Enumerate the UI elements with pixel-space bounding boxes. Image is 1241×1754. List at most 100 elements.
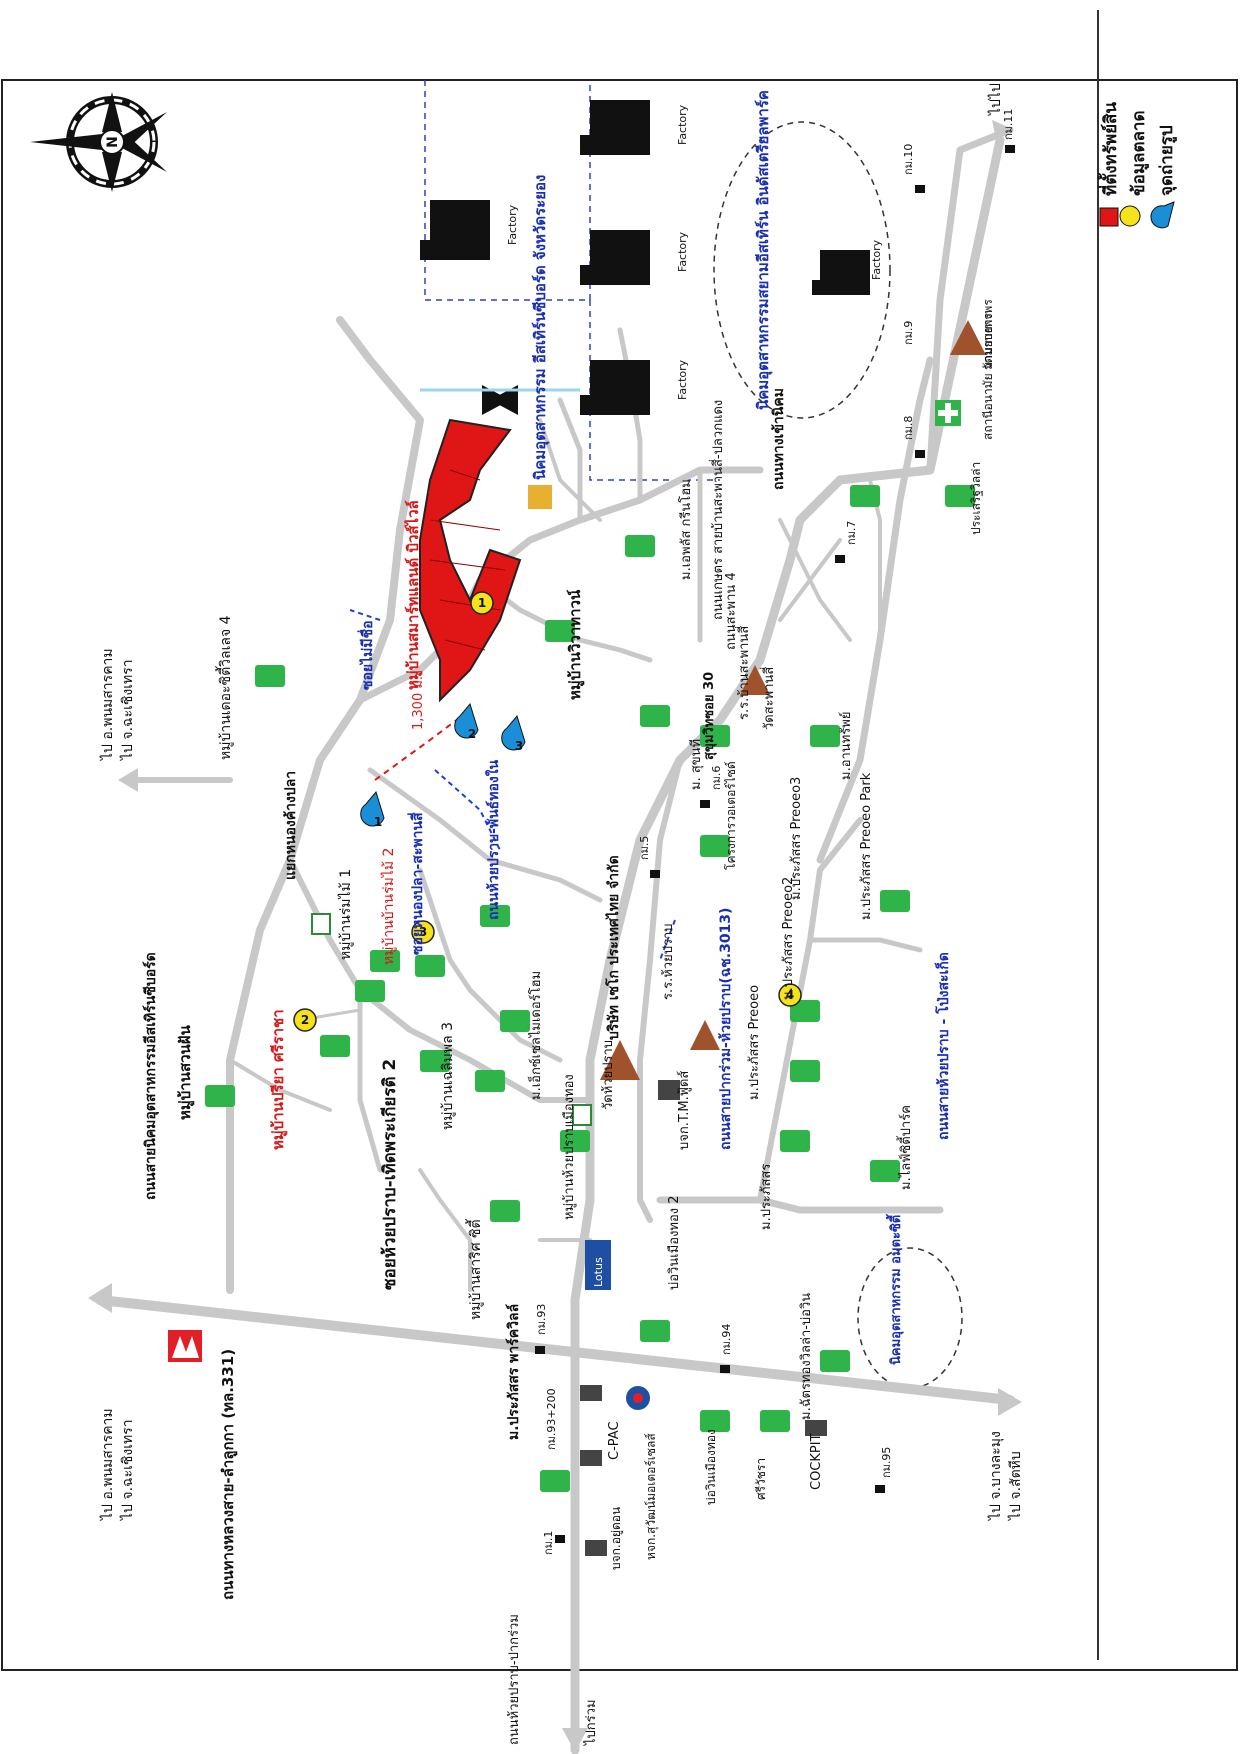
road-nongpla-label: ซอยหนองปลา-สะพานสี่ bbox=[407, 812, 426, 955]
blue-marker-3: 3 bbox=[501, 714, 526, 753]
km-label: กม.7 bbox=[845, 521, 858, 545]
km-label: กม.9 bbox=[902, 321, 915, 345]
place-lotus: Lotus bbox=[592, 1257, 605, 1287]
place-preoeo2: ม.ประภัสสร Preoeo2 bbox=[781, 877, 796, 1000]
km-label: กม.94 bbox=[720, 1324, 733, 1355]
yellow-circle-icon bbox=[1119, 205, 1141, 227]
place-vivatown: หมู่บ้านวิวาทาวน์ bbox=[566, 589, 585, 700]
place-sarasit: หมู่บ้านสาริศ ซิตี้ bbox=[465, 1218, 484, 1320]
place-school-huaiprab: ร.ร.ห้วยปราบ bbox=[661, 923, 676, 1000]
km-marker-icon bbox=[535, 145, 1015, 1543]
road-soi-mai-label: ซอยไม่มีชื่อ bbox=[357, 620, 376, 690]
hospital-icon bbox=[935, 400, 961, 426]
direction-label-upper-left-2: ไป จ.ฉะเชิงเทรา bbox=[119, 659, 136, 761]
factory-icon bbox=[420, 100, 870, 415]
place-pluak30: สุขุมวิทซอย 30 bbox=[702, 672, 717, 760]
distance-label: 1,300 ม. bbox=[411, 676, 426, 730]
bridge-icon bbox=[420, 385, 580, 415]
place-life-park: ม.ไลฟ์ซิตี้ปาร์ค bbox=[896, 1105, 914, 1190]
place-ep-green: ม.เอพลัส กรีนโฮม bbox=[678, 479, 694, 580]
place-company: บริษัท เซโก ประเทศไทย จำกัด bbox=[604, 855, 622, 1040]
yellow-marker-3: 3 bbox=[411, 920, 435, 944]
place-preoeo3: ม.ประภัสสร Preoeo3 bbox=[789, 777, 804, 900]
road-highway-331 bbox=[95, 1295, 1015, 1405]
place-prapassorn-park: ม.ประภัสสร พาร์ควิลล์ bbox=[505, 1304, 522, 1440]
place-hospital: สถานีอนามัย มาบยางพร bbox=[981, 313, 995, 440]
place-wat-sapan: วัดสะพานสี่ bbox=[760, 667, 777, 730]
subject-sublabel: (ตู้ตั้งวิศวกร) bbox=[424, 489, 442, 560]
legend-item-market: ข้อมูลตลาด bbox=[1119, 111, 1150, 227]
yellow-marker-2: 2 bbox=[293, 1008, 317, 1032]
km-label: กม.5 bbox=[638, 836, 651, 860]
km-label: กม.10 bbox=[902, 144, 915, 175]
factory-label: Factory bbox=[676, 104, 689, 145]
road-kiat bbox=[287, 857, 593, 1103]
km-label: กม.6 bbox=[710, 766, 723, 790]
place-ruammai1: หมู่บ้านร่มไม้ 1 bbox=[337, 869, 354, 960]
place-sapan4: ถนนสะพาน 4 bbox=[724, 572, 739, 650]
km-label: กม.93+200 bbox=[545, 1388, 558, 1450]
temple-icon bbox=[600, 320, 986, 1080]
place-sriracha: หมู่บ้านปรียา ศรีราชา bbox=[269, 1009, 288, 1150]
place-prasert: ประเสริฐวิลล่า bbox=[969, 462, 983, 535]
legend-item-photo: จุดถ่ายรูป bbox=[1150, 125, 1178, 229]
direction-label-bottom-left-2: ไป จ.สัตหีบ bbox=[1007, 1451, 1024, 1521]
factory-label: Factory bbox=[676, 359, 689, 400]
km-label: กม.95 bbox=[880, 1447, 893, 1478]
subject-label: หมู่บ้านสมาร์ทแลนด์ บิวส์ไวล์ bbox=[403, 500, 423, 690]
svg-text:4: 4 bbox=[786, 988, 794, 1002]
road-plak-label: ถนนสายปากร่วม-ห้วยปราบ(ฉช.3013) bbox=[718, 908, 734, 1150]
estate-eastern-label: นิคมอุตสาหกรรม อีสเทิร์นซีบอร์ด จังหวัดร… bbox=[531, 175, 550, 480]
direction-label-bottom: ไปกร่วม bbox=[583, 1699, 599, 1746]
place-cpac: C-PAC bbox=[607, 1421, 622, 1460]
place-wat-huaiprab: วัดห้วยปราบ bbox=[601, 1040, 616, 1110]
yellow-marker-4: 4 bbox=[778, 983, 802, 1007]
direction-label-right: ไปไป bbox=[987, 83, 1004, 116]
place-chatthong: ม.ฉัตรทองวิลล่า-บ่อวิน bbox=[799, 1293, 814, 1420]
yellow-marker-1: 1 bbox=[470, 591, 494, 615]
legend: ที่ตั้งทรัพย์สิน ข้อมูลตลาด จุดถ่ายรูป bbox=[1097, 102, 1178, 229]
compass-icon: N bbox=[30, 92, 167, 192]
road-soi-label: ซอยห้วยปราบ-เทิดพระเกียรติ 2 bbox=[379, 1059, 400, 1290]
estate-amata-label: นิคมอุตสาหกรรม อมตะซิตี้ bbox=[885, 1214, 904, 1365]
place-wat-yangphong: วัดมาบยางพร bbox=[981, 299, 995, 370]
place-school-sapan: ร.ร.บ้านสะพานสี่ bbox=[735, 626, 752, 720]
factory-label: Factory bbox=[676, 231, 689, 272]
blue-drop-icon bbox=[1150, 201, 1175, 229]
svg-text:1: 1 bbox=[478, 596, 486, 610]
legend-label: จุดถ่ายรูป bbox=[1157, 125, 1178, 196]
place-prapassorn: ม.ประภัสสร bbox=[759, 1164, 774, 1230]
makro-logo bbox=[168, 1330, 202, 1362]
market-data-markers: 1 2 3 4 bbox=[293, 591, 802, 1032]
direction-label-top-left: ไป อ.พนมสารคาม bbox=[99, 1408, 116, 1521]
arrow-right bbox=[998, 1388, 1022, 1416]
place-project: โครงการวอเตอร์ไซด์ bbox=[724, 761, 738, 870]
place-sukhumvit: ม. สุขนที bbox=[688, 739, 704, 790]
km-label: กม.1 bbox=[542, 1531, 555, 1555]
direction-label-top-left-2: ไป จ.ฉะเชิงเทรา bbox=[119, 1419, 136, 1521]
place-suanfan: หมู่บ้านสวนฝัน bbox=[176, 1024, 195, 1120]
road-plak-huaiprab bbox=[570, 135, 1005, 1305]
eastern-seaboard-boundary bbox=[424, 80, 591, 301]
svg-text:1: 1 bbox=[374, 815, 382, 829]
legend-label: ที่ตั้งทรัพย์สิน bbox=[1097, 102, 1121, 196]
place-bowin2: บ่อวินเมืองทอง 2 bbox=[666, 1195, 682, 1290]
legend-item-property: ที่ตั้งทรัพย์สิน bbox=[1097, 102, 1121, 227]
junction-label: แยกหนองค้างปลา bbox=[283, 771, 299, 880]
road-bosake bbox=[656, 1196, 944, 1214]
place-sri-rat: ศรีวัชรา bbox=[754, 1458, 768, 1500]
km-label: กม.8 bbox=[902, 416, 915, 440]
road-bottom-label: ถนนห้วยปราบ-ปากร่วม bbox=[507, 1614, 522, 1745]
arrow-left bbox=[88, 1283, 112, 1313]
siam-eastern-boundary bbox=[713, 121, 891, 419]
place-bowin: บ่อวินเมืองทอง bbox=[704, 1429, 718, 1505]
place-preoeo-park: ม.ประภัสสร Preoeo Park bbox=[859, 772, 874, 920]
red-square-icon bbox=[1099, 207, 1119, 227]
factory-label: Factory bbox=[870, 239, 883, 280]
place-anantara: ม.อานทรัพย์ bbox=[838, 712, 854, 780]
place-life4: หมู่บ้านเดอะซิตี้วิลเลจ 4 bbox=[215, 615, 234, 760]
road-bosake-label: ถนนสายห้วยปราบ - โป่งสะเก็ด bbox=[934, 952, 952, 1140]
direction-label-bottom-left: ไป จ.บางละมุง bbox=[987, 1431, 1004, 1521]
road-phanthong-label: ถนนห้วยปราบ-พันธ์ทองใน bbox=[484, 759, 502, 920]
